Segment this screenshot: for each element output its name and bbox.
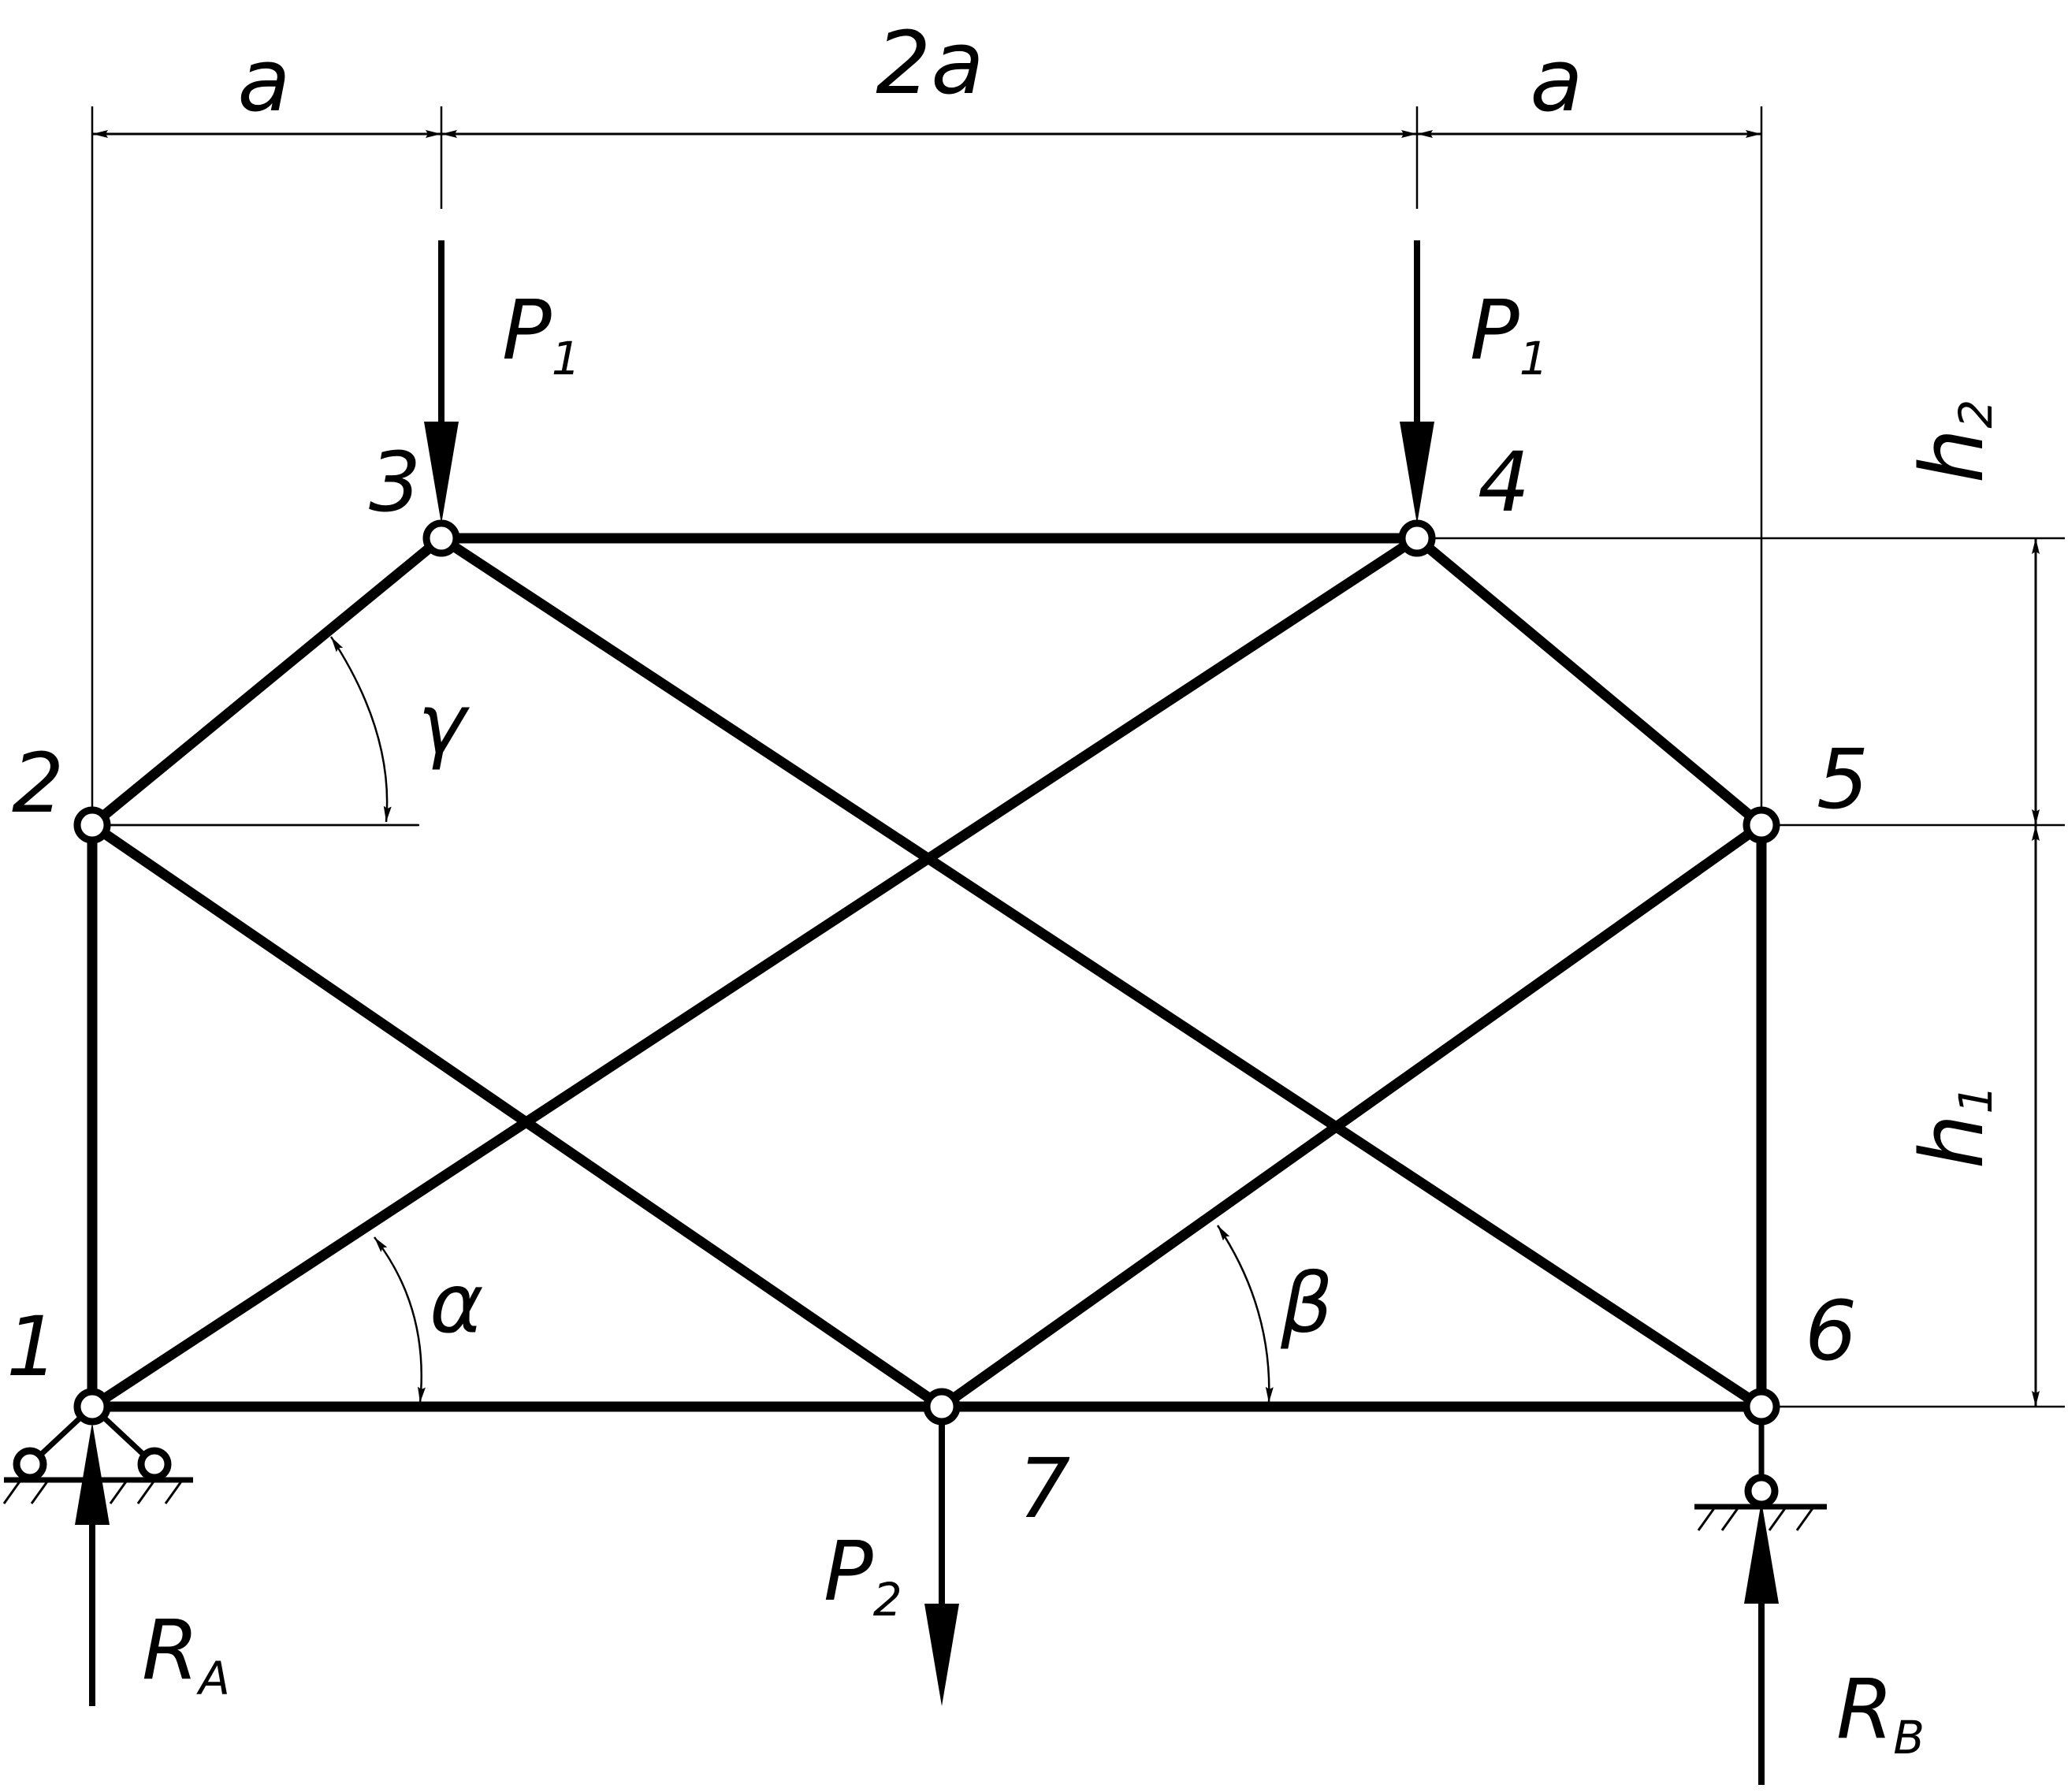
angle-alpha-label: α — [430, 1255, 484, 1351]
member-4-5 — [1412, 533, 1767, 831]
node-label-5: 5 — [1817, 731, 1869, 827]
reaction-rb-sub: B — [1893, 1711, 1925, 1764]
dim-label-middle-span: 2a — [876, 13, 984, 113]
force-p1-left-sub: 1 — [552, 332, 581, 385]
reaction-rb-arrow — [1744, 1501, 1779, 1785]
force-p1-left-label: P1 — [502, 282, 581, 385]
dim-h1-sub: 1 — [1949, 1085, 2003, 1114]
joint-5 — [1743, 806, 1780, 844]
reaction-ra-main: R — [142, 1602, 199, 1698]
member-3-6 — [436, 533, 1767, 1412]
dim-label-right-span: a — [1530, 30, 1583, 131]
dim-h1-main: h — [1902, 1114, 2003, 1169]
extension-lines — [91, 106, 2065, 1408]
dim-label-left-span: a — [237, 30, 290, 131]
force-p1-right-main: P — [1470, 282, 1519, 378]
reaction-ra-arrow — [75, 1422, 110, 1706]
reaction-ra-sub: A — [195, 1652, 230, 1705]
angle-beta-marker — [1216, 1225, 1274, 1403]
joint-3 — [422, 519, 460, 557]
force-p1-right-sub: 1 — [1519, 332, 1549, 385]
truss-members — [87, 533, 1767, 1412]
angle-gamma-marker — [92, 636, 419, 827]
member-1-4 — [87, 533, 1423, 1412]
force-p1-left-main: P — [502, 282, 552, 378]
force-p2-arrow — [924, 1415, 959, 1706]
node-label-2: 2 — [12, 735, 64, 831]
force-p2-sub: 2 — [873, 1573, 902, 1627]
member-2-7 — [87, 820, 947, 1412]
node-label-4: 4 — [1478, 434, 1530, 530]
node-label-6: 6 — [1805, 1283, 1857, 1379]
angle-beta-label: β — [1280, 1255, 1333, 1351]
force-p1-left-arrow — [424, 240, 459, 524]
force-p1-right-arrow — [1400, 240, 1434, 524]
joints — [73, 519, 1780, 1426]
joint-4 — [1398, 519, 1436, 557]
joint-6 — [1743, 1388, 1780, 1426]
svg-text:h2: h2 — [1902, 400, 2003, 484]
dim-label-h2: h2 — [1902, 400, 2003, 484]
member-7-5 — [936, 820, 1767, 1412]
node-label-7: 7 — [1018, 1441, 1070, 1537]
force-p2-main: P — [824, 1523, 873, 1619]
dim-h2-sub: 2 — [1949, 400, 2003, 429]
node-label-1: 1 — [6, 1299, 58, 1395]
reaction-rb-main: R — [1836, 1661, 1893, 1757]
angle-gamma-label: γ — [418, 676, 471, 772]
reaction-rb-label: RB — [1836, 1661, 1925, 1764]
svg-text:h1: h1 — [1902, 1085, 2003, 1169]
dim-h2-main: h — [1902, 429, 2003, 484]
dim-label-h1: h1 — [1902, 1085, 2003, 1169]
member-2-3 — [87, 533, 447, 831]
joint-2 — [73, 806, 111, 844]
reaction-ra-label: RA — [142, 1602, 230, 1705]
angle-alpha-marker — [374, 1236, 426, 1403]
force-p1-right-label: P1 — [1470, 282, 1549, 385]
joint-7 — [923, 1388, 961, 1426]
node-label-3: 3 — [369, 434, 421, 530]
joint-1 — [73, 1388, 111, 1426]
force-p2-label: P2 — [824, 1523, 902, 1627]
